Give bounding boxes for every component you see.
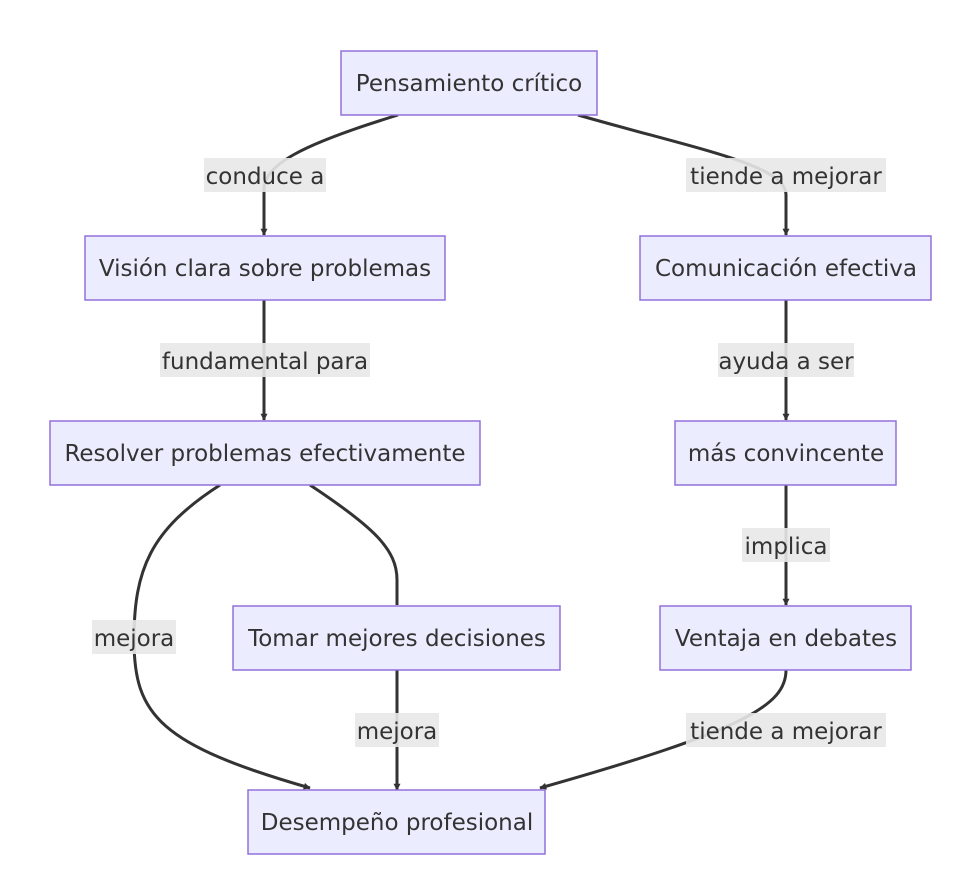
- node-desempeno-profesional: Desempeño profesional: [247, 789, 546, 855]
- node-desempeno-profesional-label: Desempeño profesional: [261, 810, 534, 836]
- edge-label-ayuda-text: ayuda a ser: [718, 349, 854, 375]
- edge-label-conduce-text: conduce a: [206, 164, 325, 190]
- node-mas-convincente-label: más convincente: [688, 441, 884, 467]
- node-comunicacion-efectiva: Comunicación efectiva: [639, 235, 932, 301]
- edge-label-tiende1-text: tiende a mejorar: [690, 164, 882, 190]
- edge-label-mejora-centro-text: mejora: [357, 719, 438, 745]
- edge-label-implica: implica: [742, 528, 830, 562]
- node-resolver-problemas: Resolver problemas efectivamente: [49, 420, 481, 486]
- edge-label-fundamental-text: fundamental para: [162, 349, 368, 375]
- node-tomar-decisiones: Tomar mejores decisiones: [232, 605, 561, 671]
- edge-label-conduce: conduce a: [204, 158, 326, 192]
- node-ventaja-debates: Ventaja en debates: [659, 605, 912, 671]
- edge-label-ayuda: ayuda a ser: [718, 343, 854, 377]
- node-vision-clara: Visión clara sobre problemas: [84, 235, 446, 301]
- edge-label-tiende1: tiende a mejorar: [686, 158, 886, 192]
- edge-label-implica-text: implica: [745, 534, 828, 560]
- node-vision-clara-label: Visión clara sobre problemas: [99, 256, 431, 282]
- edge-label-tiende2: tiende a mejorar: [686, 713, 886, 747]
- edge-label-tiende2-text: tiende a mejorar: [690, 719, 882, 745]
- node-mas-convincente: más convincente: [674, 420, 897, 486]
- edge-label-mejora-centro: mejora: [355, 713, 439, 747]
- node-ventaja-debates-label: Ventaja en debates: [675, 626, 897, 652]
- edge-resolver-tomar: [309, 483, 399, 605]
- edge-label-mejora-izq: mejora: [92, 620, 176, 654]
- edge-label-fundamental: fundamental para: [160, 343, 370, 377]
- node-pensamiento-critico: Pensamiento crítico: [340, 50, 598, 116]
- node-resolver-problemas-label: Resolver problemas efectivamente: [64, 441, 465, 467]
- node-pensamiento-critico-label: Pensamiento crítico: [356, 71, 582, 97]
- edge-label-mejora-izq-text: mejora: [94, 626, 175, 652]
- node-comunicacion-efectiva-label: Comunicación efectiva: [655, 256, 917, 282]
- node-tomar-decisiones-label: Tomar mejores decisiones: [247, 626, 546, 652]
